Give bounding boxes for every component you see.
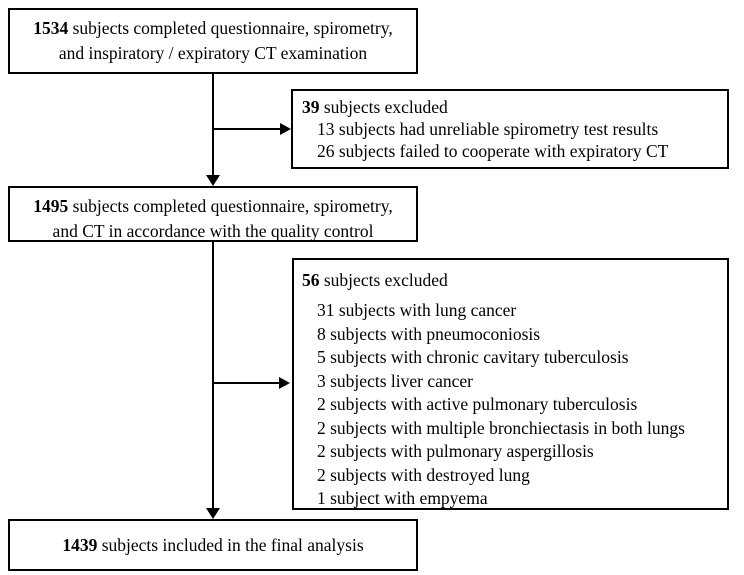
initial-cohort-text: subjects completed questionnaire, spirom… bbox=[68, 18, 393, 38]
connector-line-branch-exclusion2 bbox=[213, 382, 281, 384]
final-analysis-line: 1439 subjects included in the final anal… bbox=[62, 535, 363, 556]
arrow-right-icon bbox=[280, 123, 291, 135]
flow-box-exclusion-1: 39 subjects excluded 13 subjects had unr… bbox=[291, 89, 729, 169]
flow-box-final-analysis: 1439 subjects included in the final anal… bbox=[8, 519, 418, 571]
exclusion2-item: 5 subjects with chronic cavitary tubercu… bbox=[317, 347, 629, 367]
final-analysis-text: subjects included in the final analysis bbox=[97, 534, 364, 555]
exclusion2-item: 2 subjects with active pulmonary tubercu… bbox=[317, 394, 638, 414]
exclusion1-title: 39 subjects excluded bbox=[302, 96, 719, 118]
initial-cohort-line1: 1534 subjects completed questionnaire, s… bbox=[10, 16, 416, 41]
quality-cohort-count: 1495 bbox=[33, 196, 69, 216]
final-analysis-count: 1439 bbox=[62, 534, 98, 555]
exclusion1-title-text: subjects excluded bbox=[319, 97, 448, 117]
connector-line-branch-exclusion1 bbox=[213, 128, 283, 130]
connector-line-initial-to-quality bbox=[212, 74, 214, 176]
quality-cohort-line2: and CT in accordance with the quality co… bbox=[52, 221, 374, 241]
exclusion2-item: 2 subjects with destroyed lung bbox=[317, 464, 530, 485]
connector-line-quality-to-final bbox=[212, 242, 214, 509]
exclusion2-item: 2 subjects with multiple bronchiectasis … bbox=[317, 417, 685, 438]
quality-cohort-line1: 1495 subjects completed questionnaire, s… bbox=[10, 194, 416, 219]
flow-box-exclusion-2: 56 subjects excluded 31 subjects with lu… bbox=[292, 258, 729, 510]
exclusion1-item: 13 subjects had unreliable spirometry te… bbox=[317, 119, 659, 139]
arrow-right-icon bbox=[279, 377, 290, 389]
exclusion2-item: 3 subjects liver cancer bbox=[317, 370, 473, 391]
flow-box-quality-cohort: 1495 subjects completed questionnaire, s… bbox=[8, 186, 418, 242]
exclusion1-count: 39 bbox=[302, 97, 320, 117]
exclusion2-item: 1 subject with empyema bbox=[317, 488, 488, 508]
arrow-down-icon bbox=[206, 175, 220, 186]
exclusion2-item: 31 subjects with lung cancer bbox=[317, 300, 517, 320]
exclusion2-item: 8 subjects with pneumoconiosis bbox=[317, 323, 541, 344]
arrow-down-icon bbox=[206, 508, 220, 519]
exclusion2-title-text: subjects excluded bbox=[319, 270, 448, 290]
initial-cohort-line2: and inspiratory / expiratory CT examinat… bbox=[58, 43, 368, 63]
exclusion2-count: 56 bbox=[302, 270, 320, 290]
exclusion1-item: 26 subjects failed to cooperate with exp… bbox=[317, 141, 669, 161]
quality-cohort-text: subjects completed questionnaire, spirom… bbox=[68, 196, 393, 216]
exclusion2-title: 56 subjects excluded bbox=[302, 268, 719, 292]
initial-cohort-count: 1534 bbox=[33, 18, 69, 38]
flow-box-initial-cohort: 1534 subjects completed questionnaire, s… bbox=[8, 8, 418, 74]
exclusion2-item: 2 subjects with pulmonary aspergillosis bbox=[317, 441, 594, 461]
